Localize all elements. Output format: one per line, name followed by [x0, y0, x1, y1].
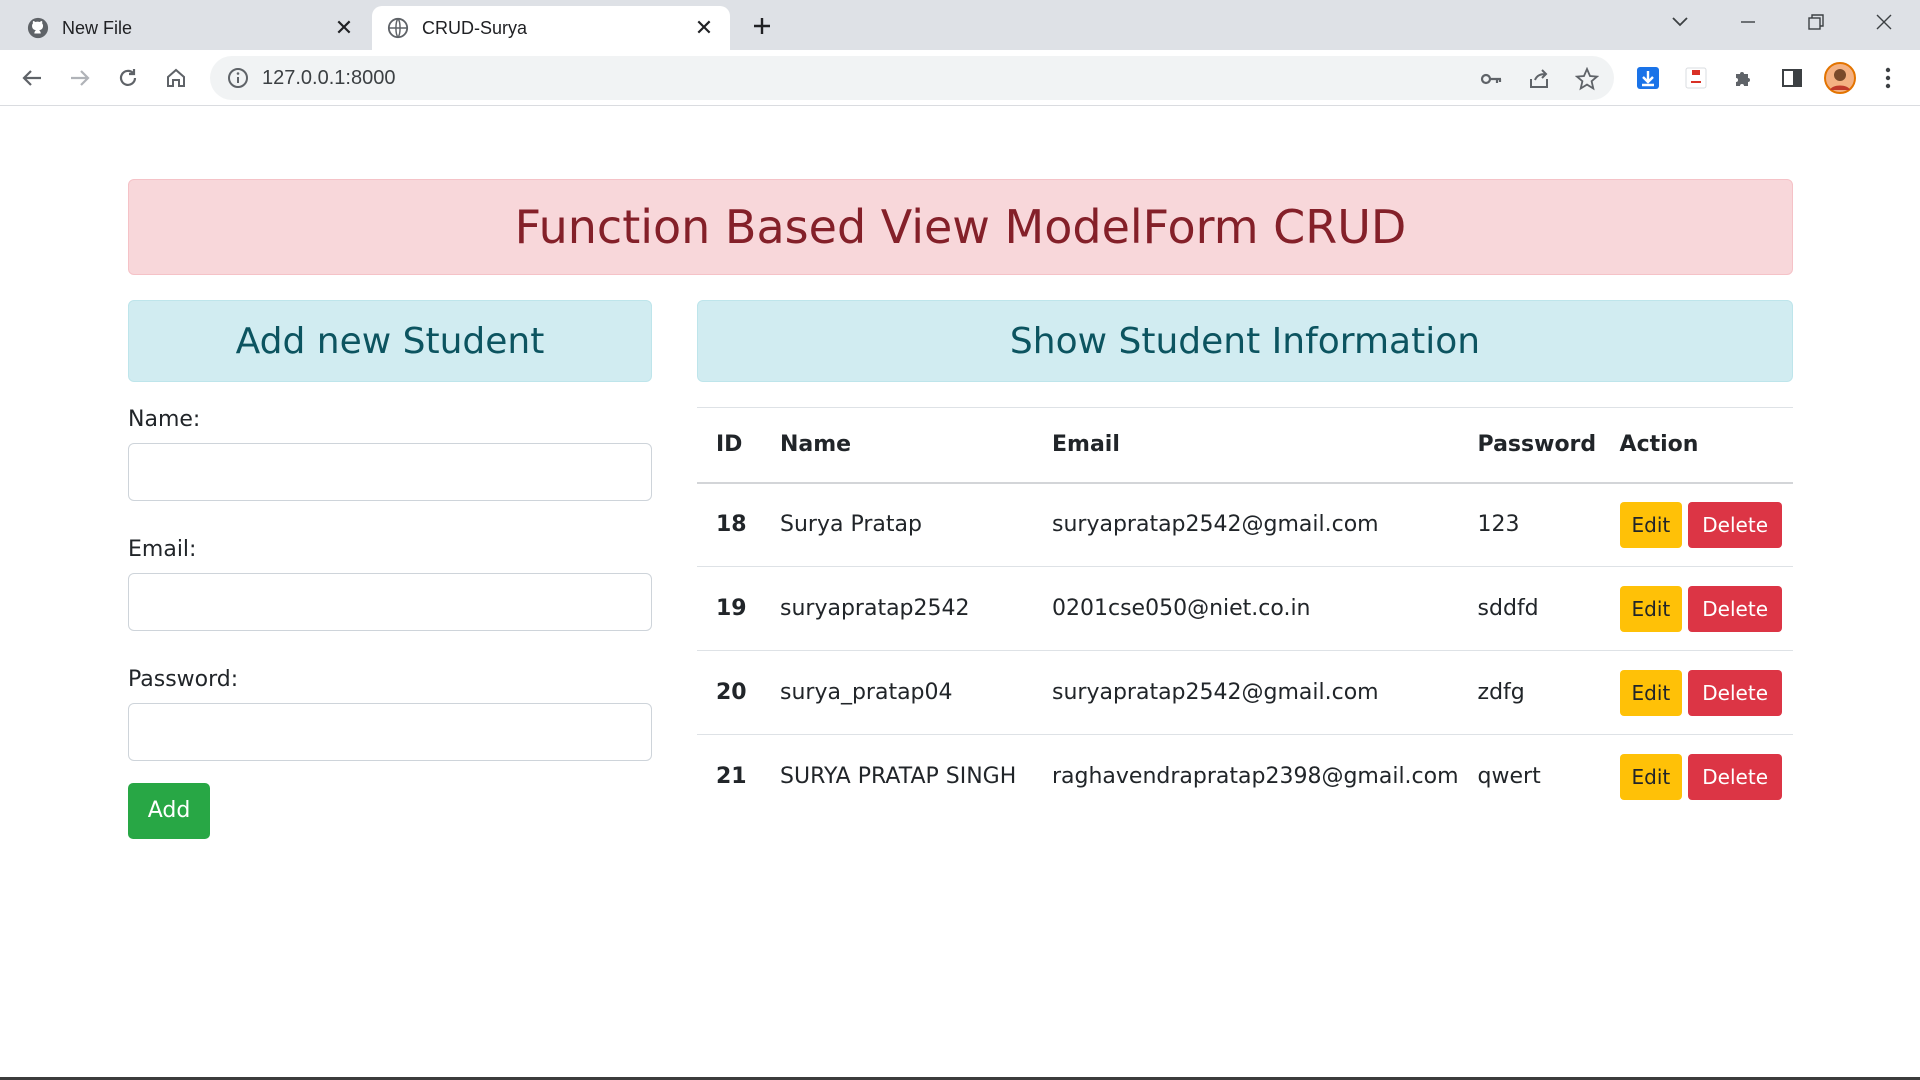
cell-email: 0201cse050@niet.co.in: [1052, 596, 1311, 621]
edit-button[interactable]: Edit: [1619, 669, 1683, 716]
globe-icon: [386, 16, 410, 40]
cell-password: qwert: [1477, 764, 1541, 790]
restore-icon[interactable]: [1782, 0, 1850, 44]
delete-button[interactable]: Delete: [1688, 753, 1782, 800]
tab-new-file[interactable]: New File ✕: [12, 6, 370, 50]
url-text: 127.0.0.1:8000: [262, 66, 396, 89]
tab-bar: New File ✕ CRUD-Surya ✕: [0, 0, 1920, 50]
show-students-title: Show Student Information: [1009, 320, 1481, 362]
add-student-banner: Add new Student: [128, 300, 652, 382]
students-table: ID Name Email Password Action 18 Surya P…: [697, 407, 1793, 819]
tab-title: New File: [62, 17, 133, 38]
edit-button[interactable]: Edit: [1619, 501, 1683, 548]
cell-name: SURYA PRATAP SINGH: [780, 764, 1017, 790]
key-icon[interactable]: [1476, 64, 1506, 94]
extensions-puzzle-icon[interactable]: [1724, 58, 1764, 98]
table-row: 18 Surya Pratap suryapratap2542@gmail.co…: [697, 483, 1793, 567]
close-tab-icon[interactable]: ✕: [694, 15, 714, 40]
github-icon: [26, 16, 50, 40]
cell-name: surya_pratap04: [780, 680, 953, 705]
cell-id: 20: [716, 680, 747, 705]
more-menu-icon[interactable]: [1868, 58, 1908, 98]
cell-id: 19: [716, 596, 747, 621]
column-header-name: Name: [780, 432, 852, 458]
edit-button[interactable]: Edit: [1619, 753, 1683, 800]
column-header-password: Password: [1477, 432, 1597, 458]
cell-password: sddfd: [1477, 596, 1539, 621]
add-student-form: Name: Email: Password: Add: [128, 407, 652, 839]
table-row: 19 suryapratap2542 0201cse050@niet.co.in…: [697, 567, 1793, 651]
address-bar[interactable]: 127.0.0.1:8000: [210, 56, 1614, 100]
calendar-extension-icon[interactable]: [1676, 58, 1716, 98]
browser-toolbar: 127.0.0.1:8000: [0, 50, 1920, 106]
edit-button[interactable]: Edit: [1619, 585, 1683, 632]
forward-button[interactable]: [60, 58, 100, 98]
page-title: Function Based View ModelForm CRUD: [514, 200, 1407, 254]
cell-password: zdfg: [1477, 680, 1525, 705]
cell-password: 123: [1477, 512, 1520, 538]
cell-name: suryapratap2542: [780, 596, 970, 621]
profile-avatar[interactable]: [1820, 58, 1860, 98]
share-icon[interactable]: [1524, 64, 1554, 94]
page-heading-banner: Function Based View ModelForm CRUD: [128, 179, 1793, 275]
cell-email: suryapratap2542@gmail.com: [1052, 680, 1379, 705]
minimize-icon[interactable]: [1714, 0, 1782, 44]
page-content: Function Based View ModelForm CRUD Add n…: [0, 107, 1920, 1080]
cell-email: raghavendrapratap2398@gmail.com: [1052, 764, 1459, 790]
close-tab-icon[interactable]: ✕: [334, 15, 354, 40]
email-input[interactable]: [128, 573, 652, 631]
cell-id: 21: [716, 764, 747, 790]
password-label: Password:: [128, 667, 239, 692]
delete-button[interactable]: Delete: [1688, 501, 1782, 548]
tab-crud-surya[interactable]: CRUD-Surya ✕: [372, 6, 730, 50]
add-button[interactable]: Add: [128, 783, 210, 839]
cell-name: Surya Pratap: [780, 512, 922, 538]
side-panel-icon[interactable]: [1772, 58, 1812, 98]
bookmark-star-icon[interactable]: [1572, 64, 1602, 94]
close-window-icon[interactable]: [1850, 0, 1918, 44]
name-input[interactable]: [128, 443, 652, 501]
back-button[interactable]: [12, 58, 52, 98]
download-extension-icon[interactable]: [1628, 58, 1668, 98]
reload-button[interactable]: [108, 58, 148, 98]
tab-search-icon[interactable]: [1646, 0, 1714, 44]
add-student-title: Add new Student: [235, 320, 545, 362]
email-label: Email:: [128, 537, 197, 562]
table-row: 21 SURYA PRATAP SINGH raghavendrapratap2…: [697, 735, 1793, 819]
column-header-email: Email: [1052, 432, 1120, 458]
taskbar-edge: [0, 1077, 1920, 1080]
column-header-id: ID: [716, 432, 743, 458]
tab-title: CRUD-Surya: [422, 17, 528, 38]
name-label: Name:: [128, 407, 201, 432]
home-button[interactable]: [156, 58, 196, 98]
delete-button[interactable]: Delete: [1688, 585, 1782, 632]
cell-id: 18: [716, 512, 747, 538]
password-input[interactable]: [128, 703, 652, 761]
cell-email: suryapratap2542@gmail.com: [1052, 512, 1379, 538]
site-info-icon[interactable]: [226, 66, 250, 95]
show-students-banner: Show Student Information: [697, 300, 1793, 382]
column-header-action: Action: [1619, 432, 1699, 458]
table-header-row: ID Name Email Password Action: [697, 407, 1793, 483]
table-row: 20 surya_pratap04 suryapratap2542@gmail.…: [697, 651, 1793, 735]
new-tab-button[interactable]: [742, 6, 782, 46]
delete-button[interactable]: Delete: [1688, 669, 1782, 716]
